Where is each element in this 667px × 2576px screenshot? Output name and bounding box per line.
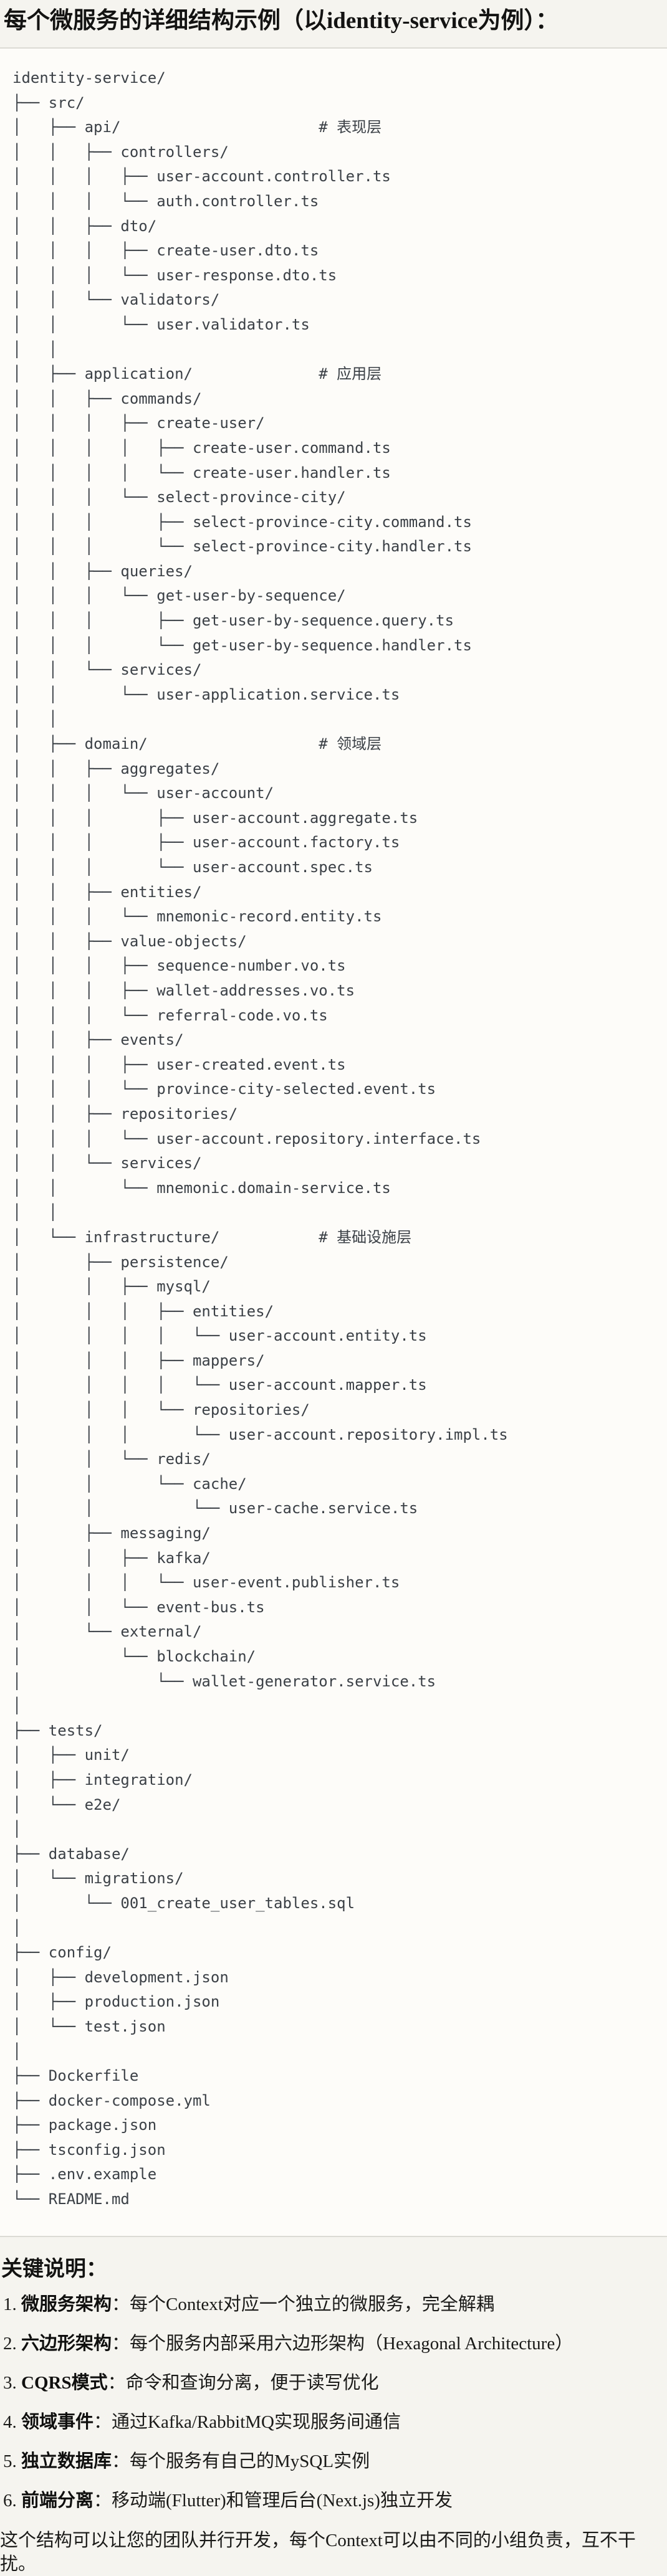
note-text: ：每个服务有自己的MySQL实例: [112, 2451, 370, 2471]
closing-paragraph: 这个结构可以让您的团队并行开发，每个Context可以由不同的小组负责，互不干扰…: [0, 2530, 636, 2574]
note-text: ：通过Kafka/RabbitMQ实现服务间通信: [94, 2412, 401, 2432]
note-text: ：每个服务内部采用六边形架构（Hexagonal Architecture）: [112, 2333, 573, 2354]
note-term: 独立数据库: [21, 2451, 112, 2471]
note-text: ：命令和查询分离，便于读写优化: [107, 2372, 379, 2393]
note-item-hexagonal: 六边形架构：每个服务内部采用六边形架构（Hexagonal Architectu…: [21, 2332, 667, 2355]
directory-tree-text: identity-service/ ├── src/ │ ├── api/ # …: [12, 69, 508, 2208]
notes-list: 微服务架构：每个Context对应一个独立的微服务，完全解耦 六边形架构：每个服…: [0, 2293, 667, 2512]
note-item-domain-events: 领域事件：通过Kafka/RabbitMQ实现服务间通信: [21, 2411, 667, 2433]
note-term: 微服务架构: [21, 2294, 112, 2314]
note-item-microservice: 微服务架构：每个Context对应一个独立的微服务，完全解耦: [21, 2293, 667, 2316]
note-text: ：移动端(Flutter)和管理后台(Next.js)独立开发: [94, 2490, 453, 2511]
notes-heading: 关键说明：: [1, 2257, 107, 2281]
page-title: 每个微服务的详细结构示例（以identity-service为例）：: [4, 8, 559, 34]
note-term: CQRS模式: [21, 2372, 108, 2393]
note-term: 六边形架构: [21, 2333, 112, 2354]
note-text: ：每个Context对应一个独立的微服务，完全解耦: [112, 2294, 494, 2314]
directory-tree-code-block: identity-service/ ├── src/ │ ├── api/ # …: [0, 47, 667, 2237]
note-item-frontend-split: 前端分离：移动端(Flutter)和管理后台(Next.js)独立开发: [21, 2489, 667, 2512]
note-term: 前端分离: [21, 2490, 94, 2511]
note-term: 领域事件: [21, 2412, 94, 2432]
note-item-cqrs: CQRS模式：命令和查询分离，便于读写优化: [21, 2372, 667, 2394]
note-item-independent-db: 独立数据库：每个服务有自己的MySQL实例: [21, 2450, 667, 2473]
